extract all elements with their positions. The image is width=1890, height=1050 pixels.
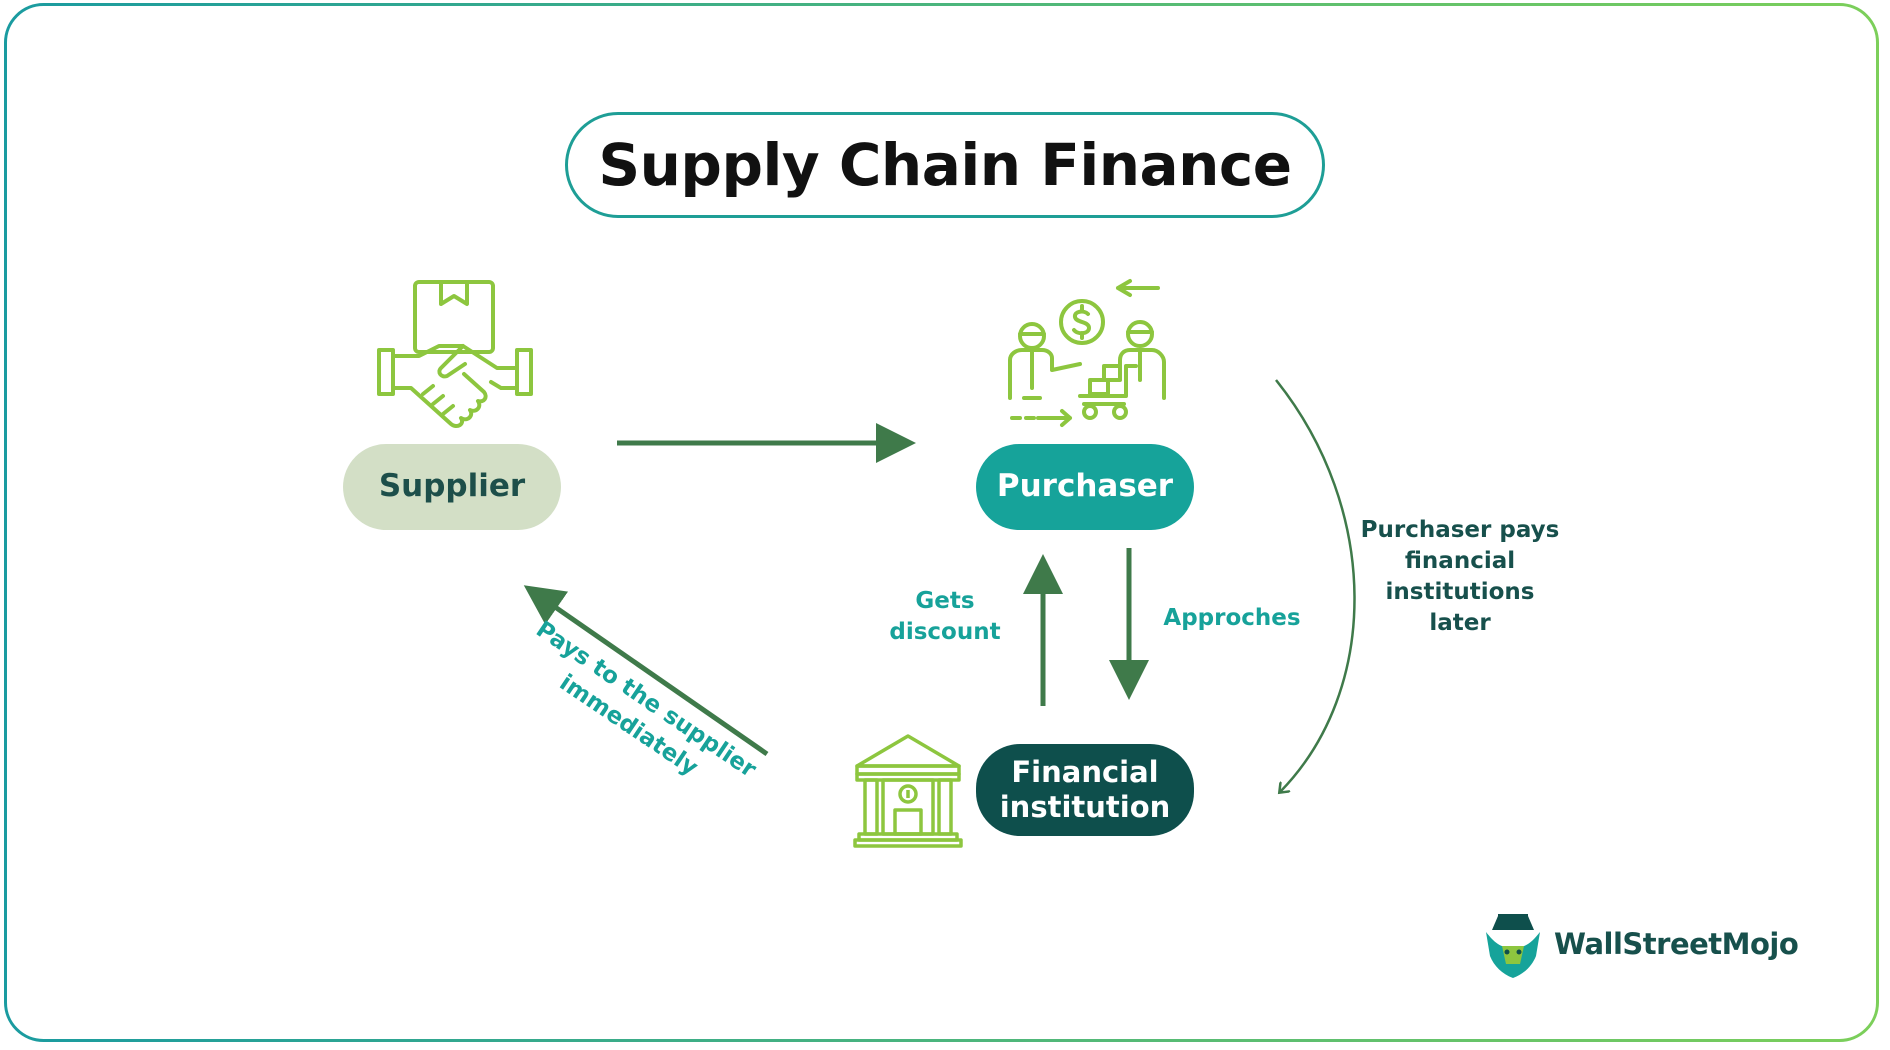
arrow-financial-to-supplier <box>523 585 769 757</box>
handshake-box-icon <box>377 280 533 429</box>
wallstreetmojo-logo-icon <box>1486 914 1540 978</box>
diagram-title: Supply Chain Finance <box>598 131 1292 199</box>
node-supplier: Supplier <box>343 444 561 530</box>
page-frame <box>4 3 1879 1042</box>
title-pill: Supply Chain Finance <box>565 112 1325 218</box>
label-approches: Approches <box>1163 605 1301 631</box>
arrow-purchaser-pays-later <box>1275 379 1356 792</box>
bank-building-icon <box>853 734 963 848</box>
node-purchaser: Purchaser <box>976 444 1194 530</box>
brand-logo: WallStreetMojo <box>1480 910 1799 978</box>
brand-name: WallStreetMojo <box>1554 927 1799 961</box>
trade-exchange-icon <box>1008 279 1166 427</box>
label-gets-discount: Gets discount <box>889 588 1001 646</box>
label-purchaser-pays-later: Purchaser pays financial institutions la… <box>1360 517 1560 637</box>
node-financial-institution: Financial institution <box>976 744 1194 836</box>
